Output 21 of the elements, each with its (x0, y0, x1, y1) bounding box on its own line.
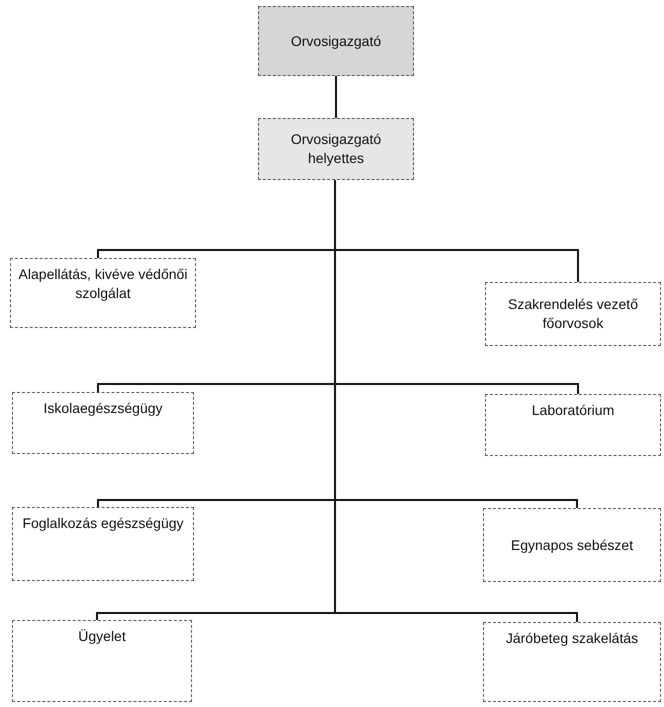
org-box (12, 392, 194, 454)
connector-line (335, 76, 337, 118)
box-label: Laboratórium (532, 401, 614, 420)
org-box (258, 118, 414, 180)
box-label: Foglalkozás egészségügy (22, 514, 184, 533)
org-box (485, 394, 661, 456)
box-label: Ügyelet (78, 627, 126, 646)
org-box (12, 620, 192, 702)
box-label: Alapellátás, kivéve védőnői szolgálat (18, 265, 188, 303)
box-label: Járóbeteg szakelátás (506, 629, 638, 648)
box-label: Iskolaegészségügy (43, 399, 163, 418)
org-box (485, 282, 661, 346)
box-label: Orvosigazgató (290, 32, 382, 50)
org-box (483, 508, 661, 582)
box-label: Szakrendelés vezető főorvosok (507, 295, 639, 333)
org-box (258, 6, 414, 76)
org-box (10, 258, 196, 328)
org-box (12, 507, 194, 581)
org-box (483, 622, 661, 702)
box-label: Orvosigazgató helyettes (290, 130, 382, 168)
box-label: Egynapos sebészet (510, 536, 634, 554)
